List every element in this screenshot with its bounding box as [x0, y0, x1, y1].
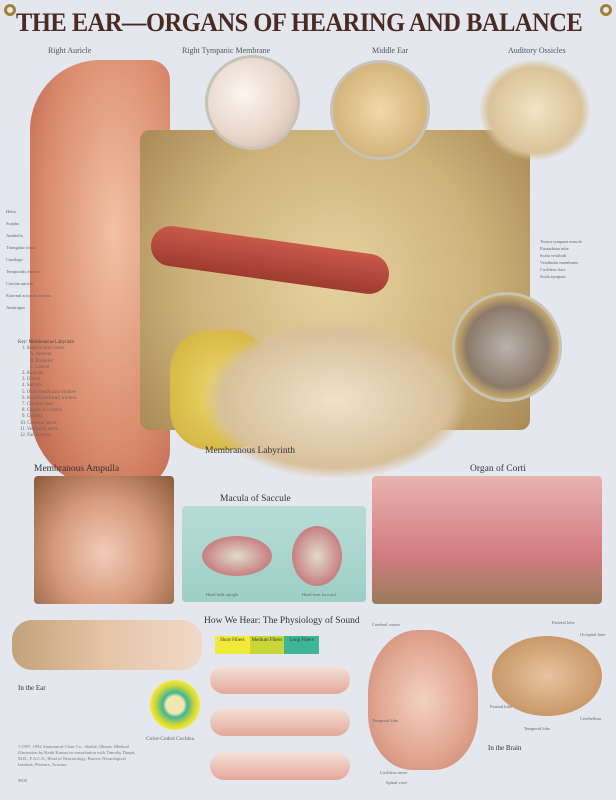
label: Antihelix [6, 233, 23, 238]
caption-head-upright: Head held upright [206, 592, 239, 597]
label: Vestibular membrane [540, 260, 579, 265]
brain-label: Occipital lobe [580, 632, 606, 637]
middle-ear-inset [330, 60, 430, 160]
key-item: 9. Cochlea [22, 414, 43, 420]
key-item: 12. Facial nerve [20, 433, 51, 439]
membranous-labyrinth-illustration [200, 320, 470, 480]
grommet-right-icon [600, 4, 612, 16]
fiber-legend: Short Fibers Medium Fibers Long Fibers [215, 636, 320, 654]
label: Helix [6, 209, 16, 214]
heading-in-the-brain: In the Brain [488, 744, 522, 752]
fiber-long: Long Fibers [284, 636, 320, 654]
brain-label: Parietal lobe [552, 620, 575, 625]
brain-label: Frontal lobe [490, 704, 512, 709]
key-item: 2. Ampulla [22, 371, 44, 377]
tympanic-membrane-inset [205, 55, 300, 150]
label: Temporalis muscle [6, 269, 41, 274]
label: Cochlear duct [540, 267, 566, 272]
heading-how-we-hear: How We Hear: The Physiology of Sound [204, 616, 360, 626]
brain-label: Temporal lobe [524, 726, 551, 731]
label: Scala vestibuli [540, 253, 567, 258]
key-item: 10. Cochlear nerve [20, 420, 57, 426]
brain-label: Spinal cord [386, 780, 407, 785]
auditory-ossicles-illustration [480, 60, 590, 160]
heading-in-the-ear: In the Ear [18, 684, 46, 692]
key-item: 7. Cochlear duct [22, 402, 54, 408]
caption-head-bent: Head bent forward [302, 592, 336, 597]
label: Antitragus [6, 305, 25, 310]
cochlea-labels: Tensor tympani muscle Eustachian tube Sc… [540, 238, 582, 280]
grommet-left-icon [4, 4, 16, 16]
label: Triangular fossa [6, 245, 36, 250]
label: Tensor tympani muscle [540, 239, 582, 244]
organ-of-corti-panel [372, 476, 602, 604]
tube-low-frequency [210, 752, 350, 780]
label: Scala tympani [540, 274, 566, 279]
saccule-bent-illustration [292, 526, 342, 586]
key-item: A. Anterior [30, 352, 52, 358]
cochlea-cross-section-inset [452, 292, 562, 402]
copyright-text: ©1997, 1992 Anatomical Chart Co., Skokie… [18, 744, 136, 767]
key-item: 6. Round (cochlear) window [22, 395, 77, 401]
heading-right-auricle: Right Auricle [48, 46, 92, 55]
labyrinth-key: Key: Membranous Labyrinth 1. Semicircula… [18, 340, 77, 439]
chart-code: 9800 [18, 778, 27, 783]
label-color-coded-cochlea: Color-Coded Cochlea [146, 736, 195, 742]
heading-membranous-ampulla: Membranous Ampulla [34, 464, 120, 474]
frequency-tubes [210, 660, 350, 800]
key-item: 5. Oval (vestibular) window [22, 389, 77, 395]
heading-auditory-ossicles: Auditory Ossicles [508, 46, 566, 55]
label: Scapha [6, 221, 19, 226]
heading-tympanic-membrane: Right Tympanic Membrane [182, 46, 271, 55]
heading-middle-ear: Middle Ear [372, 46, 409, 55]
fiber-short: Short Fibers [215, 636, 250, 654]
label: Eustachian tube [540, 246, 569, 251]
color-coded-cochlea-icon [150, 680, 200, 730]
key-item: 8. Cupula of cochlea [22, 408, 62, 414]
saccule-upright-illustration [202, 536, 272, 576]
brain-lateral-illustration [492, 636, 602, 716]
macula-of-saccule-panel: Head held upright Head bent forward [182, 506, 366, 602]
brain-label: Cochlear nerve [380, 770, 408, 775]
key-title: Key: Membranous Labyrinth [18, 340, 74, 345]
heading-membranous-labyrinth: Membranous Labyrinth [205, 446, 295, 456]
key-item: C. Lateral [30, 364, 50, 370]
key-item: 3. Utricle [22, 377, 41, 383]
label: External acoustic meatus [6, 293, 51, 298]
brain-label: Cerebellum [580, 716, 601, 721]
key-item: 1. Semicircular canals [22, 346, 65, 352]
brain-label: Temporal lobe [372, 718, 399, 723]
key-item: 4. Saccule [22, 383, 42, 389]
page-title: THE EAR—ORGANS OF HEARING AND BALANCE [16, 8, 583, 37]
heading-macula-of-saccule: Macula of Saccule [220, 494, 291, 504]
key-item: B. Posterior [30, 358, 53, 364]
tube-medium-frequency [210, 708, 350, 736]
brain-label: Cerebral cortex [372, 622, 400, 627]
label: Cartilage [6, 257, 23, 262]
ear-pathway-illustration [12, 620, 202, 670]
key-item: 11. Vestibular nerve [20, 426, 59, 432]
membranous-ampulla-panel [34, 476, 174, 604]
label: Concha auricle [6, 281, 34, 286]
auricle-labels: Helix Scapha Antihelix Triangular fossa … [6, 206, 51, 314]
brain-coronal-illustration [368, 630, 478, 770]
tube-high-frequency [210, 666, 350, 694]
fiber-medium: Medium Fibers [249, 636, 285, 654]
heading-organ-of-corti: Organ of Corti [470, 464, 526, 474]
